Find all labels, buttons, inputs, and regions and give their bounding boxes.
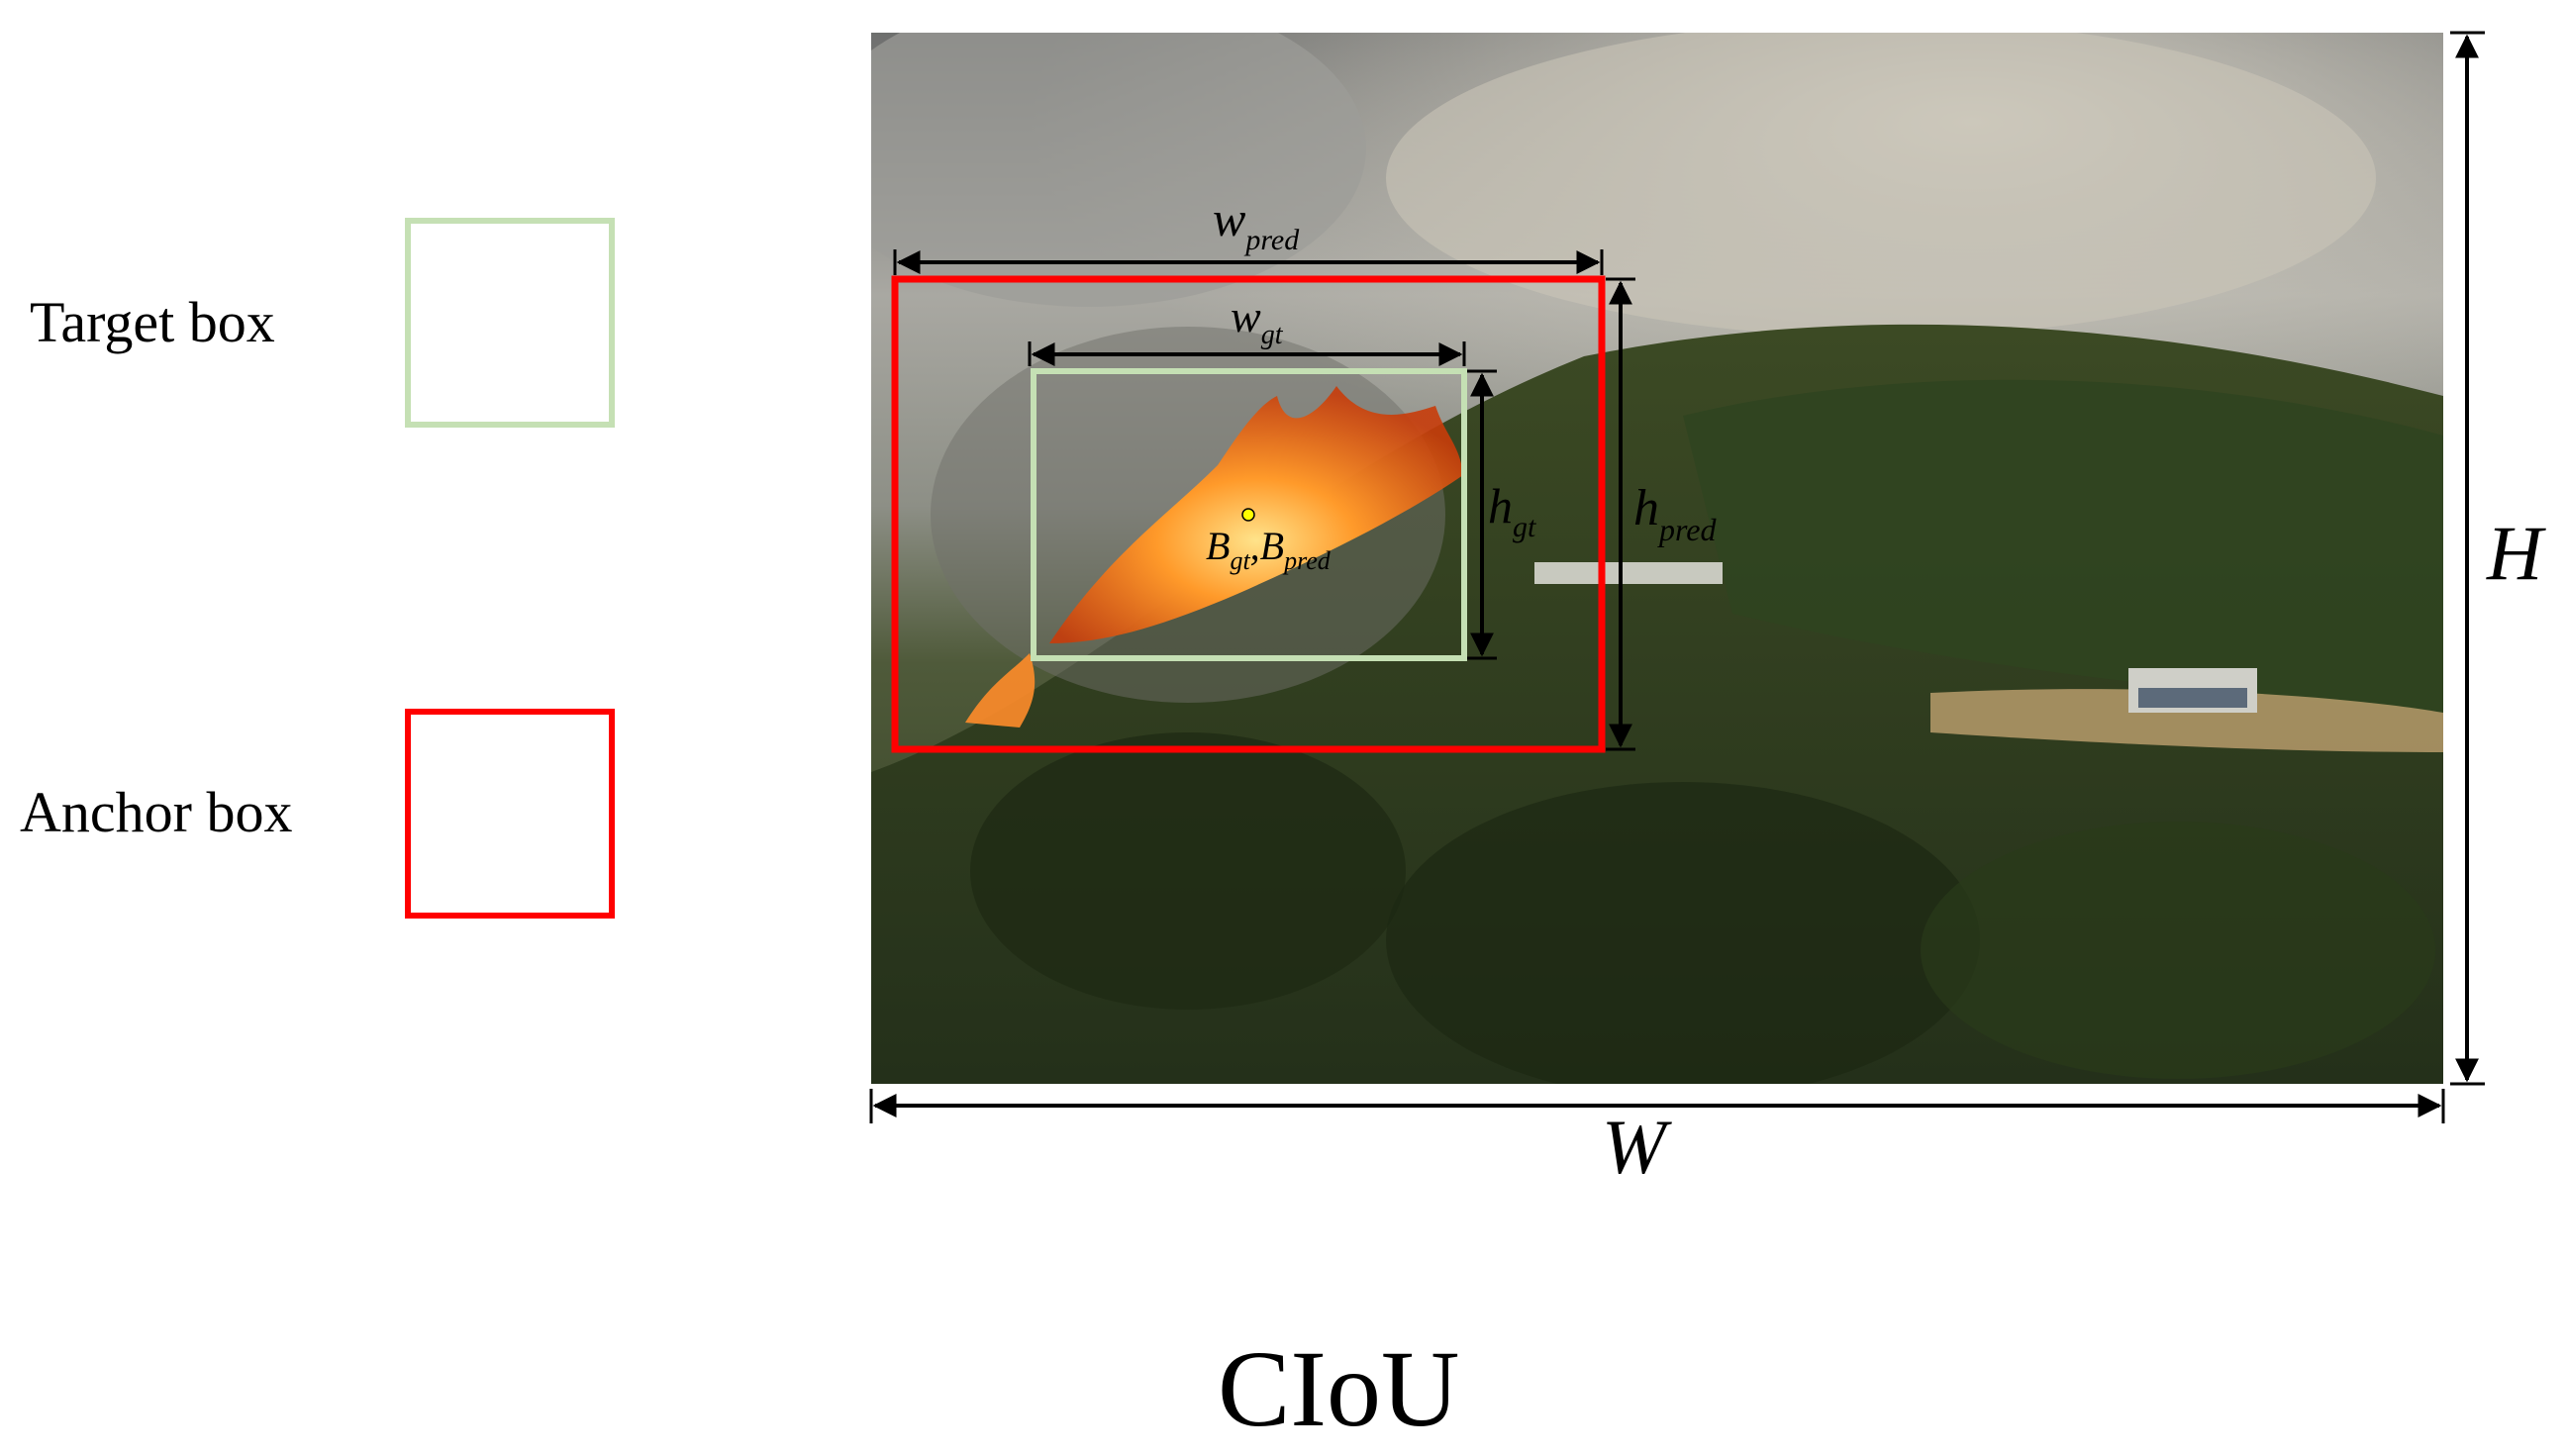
figure-title: CIoU	[1218, 1328, 1459, 1449]
anchor-box	[891, 275, 1606, 753]
legend: Target box Anchor box	[20, 218, 615, 919]
target-box-swatch	[405, 218, 615, 428]
w-pred-dimension: wpred	[893, 191, 1604, 275]
center-point	[1241, 508, 1255, 522]
h-pred-label: hpred	[1633, 480, 1717, 547]
h-gt-label: hgt	[1488, 478, 1536, 543]
wildfire-hillside-photo	[871, 33, 2443, 1084]
H-dimension: H	[2450, 31, 2546, 1086]
h-gt-dimension: hgt	[1467, 369, 1536, 660]
h-pred-dimension: hpred	[1606, 277, 1717, 751]
w-gt-label: wgt	[1231, 291, 1284, 350]
w-pred-label: wpred	[1213, 191, 1300, 256]
center-label: Bgt,Bpred	[1206, 524, 1332, 575]
target-box	[1031, 368, 1467, 661]
W-label: W	[1602, 1104, 1672, 1190]
anchor-box-swatch	[405, 709, 615, 919]
H-label: H	[2486, 510, 2546, 596]
anchor-box-label: Anchor box	[20, 780, 292, 844]
w-gt-dimension: wgt	[1028, 291, 1466, 366]
target-box-label: Target box	[30, 290, 275, 354]
W-dimension: W	[869, 1089, 2445, 1190]
